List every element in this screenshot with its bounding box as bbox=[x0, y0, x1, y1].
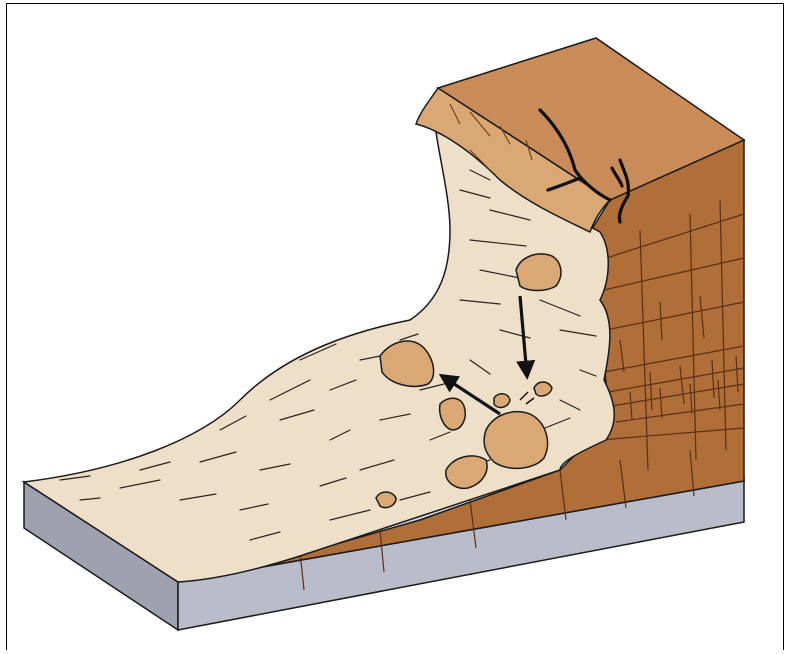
boulder-tiny-1 bbox=[376, 492, 396, 508]
boulder-upper bbox=[516, 254, 561, 291]
boulder-tiny-2 bbox=[494, 394, 510, 408]
boulder-large-impact bbox=[484, 412, 547, 469]
boulder-tiny-3 bbox=[534, 382, 552, 396]
